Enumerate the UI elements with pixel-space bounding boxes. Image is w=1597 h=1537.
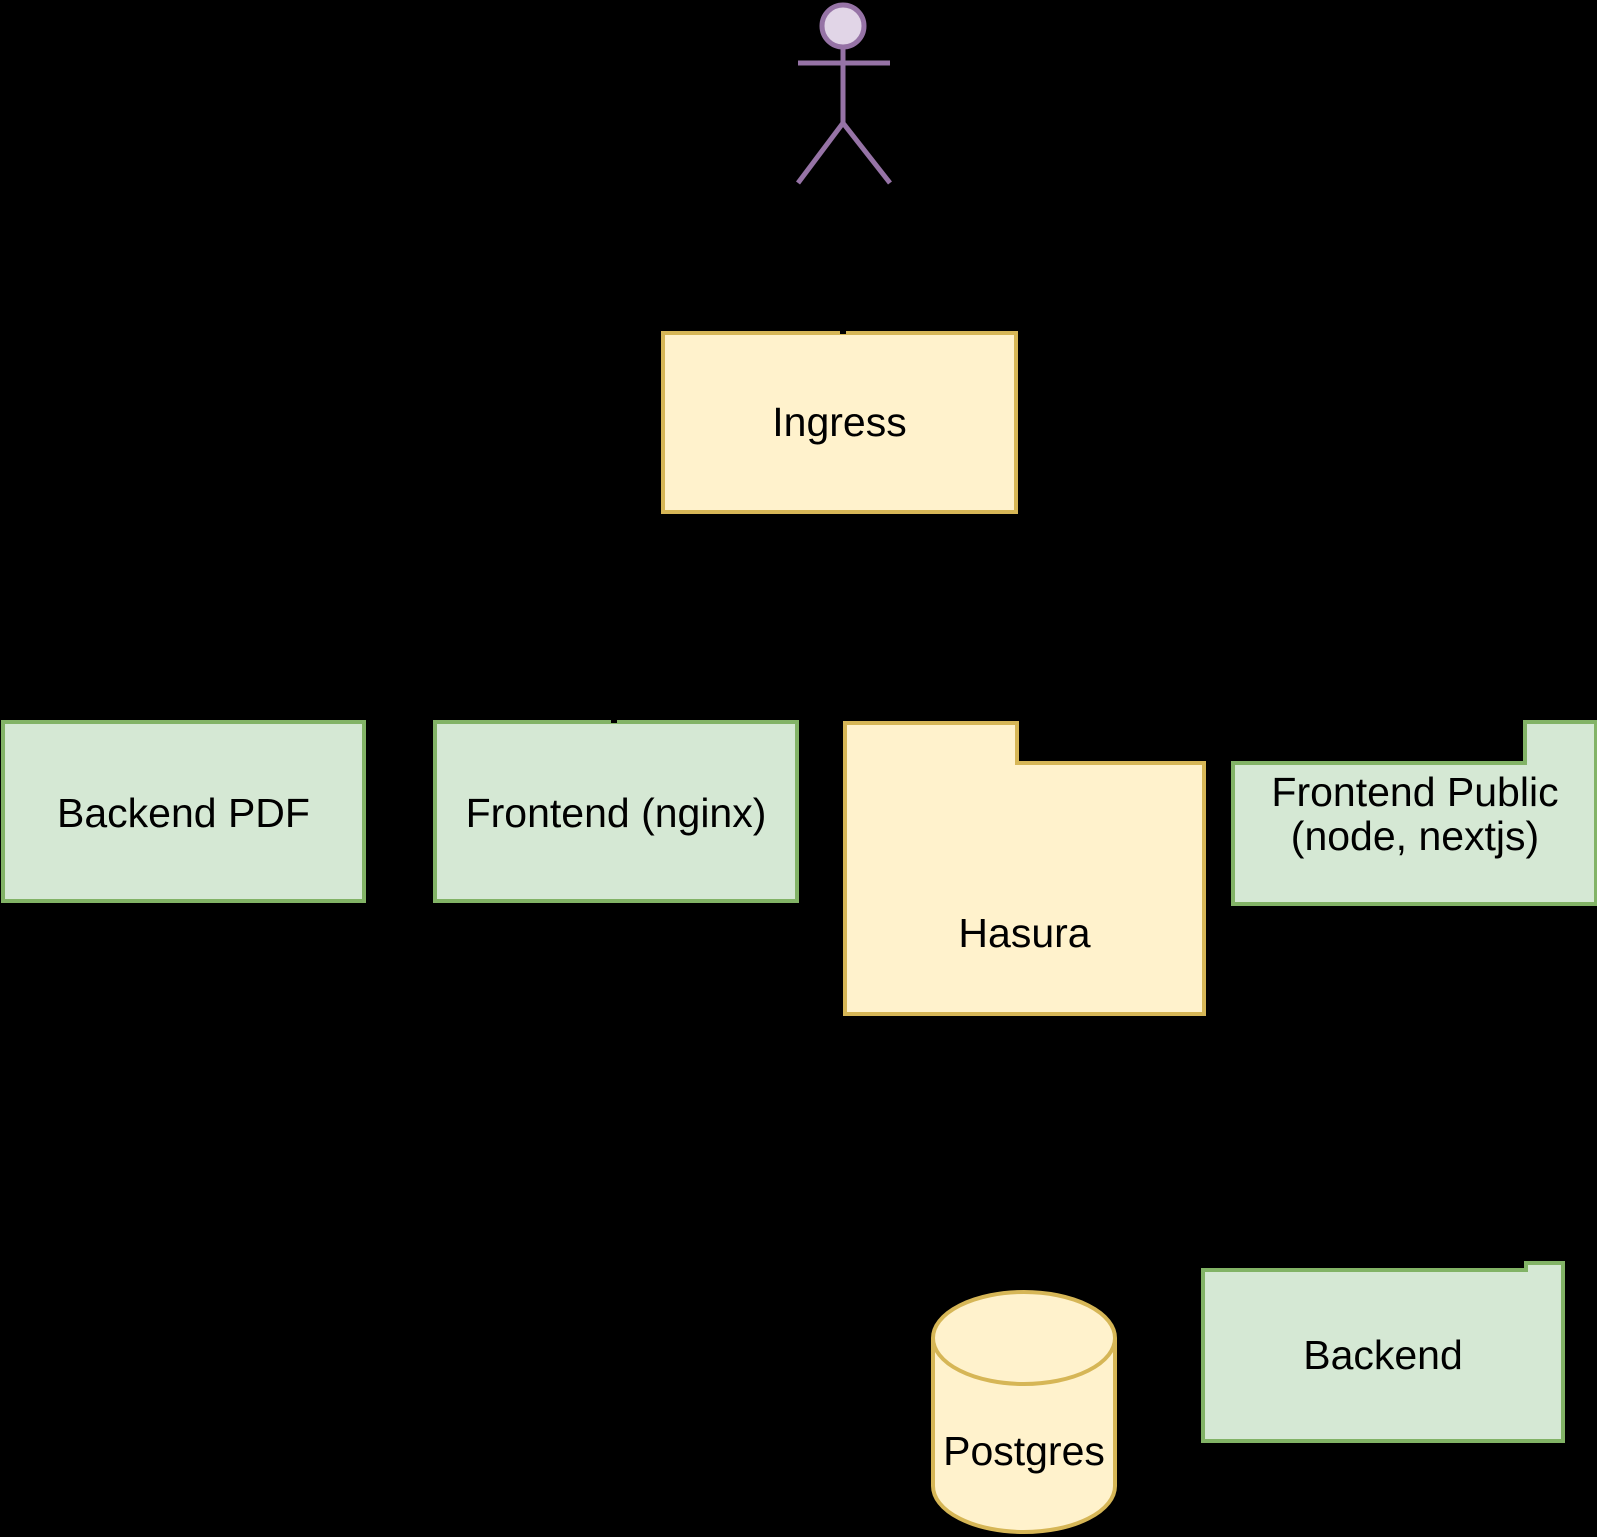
actor-right-leg [841,121,892,185]
arrowhead-tip-dot-frontend-nginx [611,718,617,723]
backend-pdf-label: Backend PDF [57,790,310,836]
hasura-label: Hasura [958,910,1091,956]
postgres-cylinder-top [931,1290,1117,1386]
postgres-cylinder-body [931,1338,1117,1534]
postgres-label: Postgres [943,1428,1105,1474]
actor-node [796,2,892,185]
arrowhead-tip-dot-ingress [840,329,846,334]
frontend-public-label-line1: Frontend Public [1271,769,1559,815]
frontend-public-label-line2: (node, nextjs) [1290,813,1540,859]
hasura-node [843,721,1206,1016]
frontend-nginx-label: Frontend (nginx) [465,790,767,836]
frontend-nginx-node [433,720,799,903]
frontend-public-node [1231,720,1597,906]
stick-figure-actor-icon [819,2,867,50]
backend-pdf-node [1,720,366,903]
postgres-node [931,1290,1117,1534]
actor-left-leg [796,121,845,185]
ingress-node [661,331,1018,514]
ingress-label: Ingress [772,399,907,445]
frontend-public-label: Frontend Public (node, nextjs) [1233,770,1597,858]
backend-label: Backend [1303,1332,1463,1378]
backend-node [1201,1261,1565,1443]
